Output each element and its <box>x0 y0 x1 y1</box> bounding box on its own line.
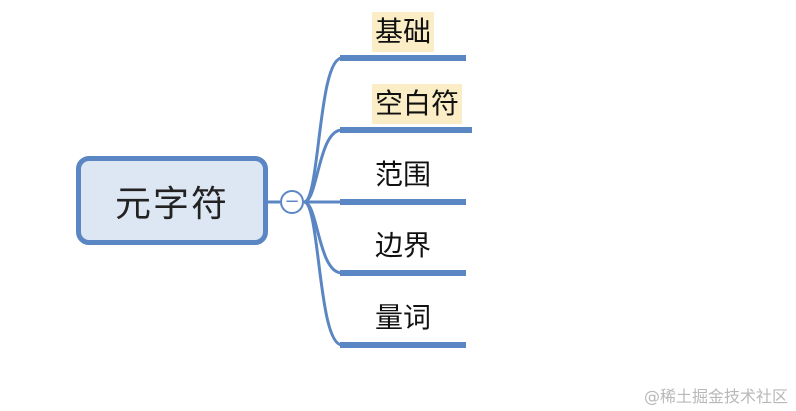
watermark: @稀土掘金技术社区 <box>643 387 788 406</box>
connector-kongbaifu <box>303 128 343 204</box>
connector-liangci <box>303 200 343 347</box>
branch-underline-bianjie <box>340 270 466 276</box>
root-node[interactable]: 元字符 <box>76 156 268 245</box>
branch-label-jichu[interactable]: 基础 <box>372 12 435 52</box>
root-node-label: 元字符 <box>114 183 229 225</box>
branch-label-liangci[interactable]: 量词 <box>375 301 432 334</box>
branch-label-bianjie[interactable]: 边界 <box>375 229 432 262</box>
collapse-button[interactable]: − <box>280 190 304 214</box>
branch-underline-fanwei <box>340 199 466 205</box>
branch-underline-liangci <box>340 342 466 348</box>
minus-icon: − <box>284 191 300 212</box>
branch-label-fanwei[interactable]: 范围 <box>375 158 432 191</box>
branch-underline-jichu <box>340 55 466 61</box>
branch-underline-kongbaifu <box>340 127 472 133</box>
branch-label-kongbaifu[interactable]: 空白符 <box>372 84 463 124</box>
